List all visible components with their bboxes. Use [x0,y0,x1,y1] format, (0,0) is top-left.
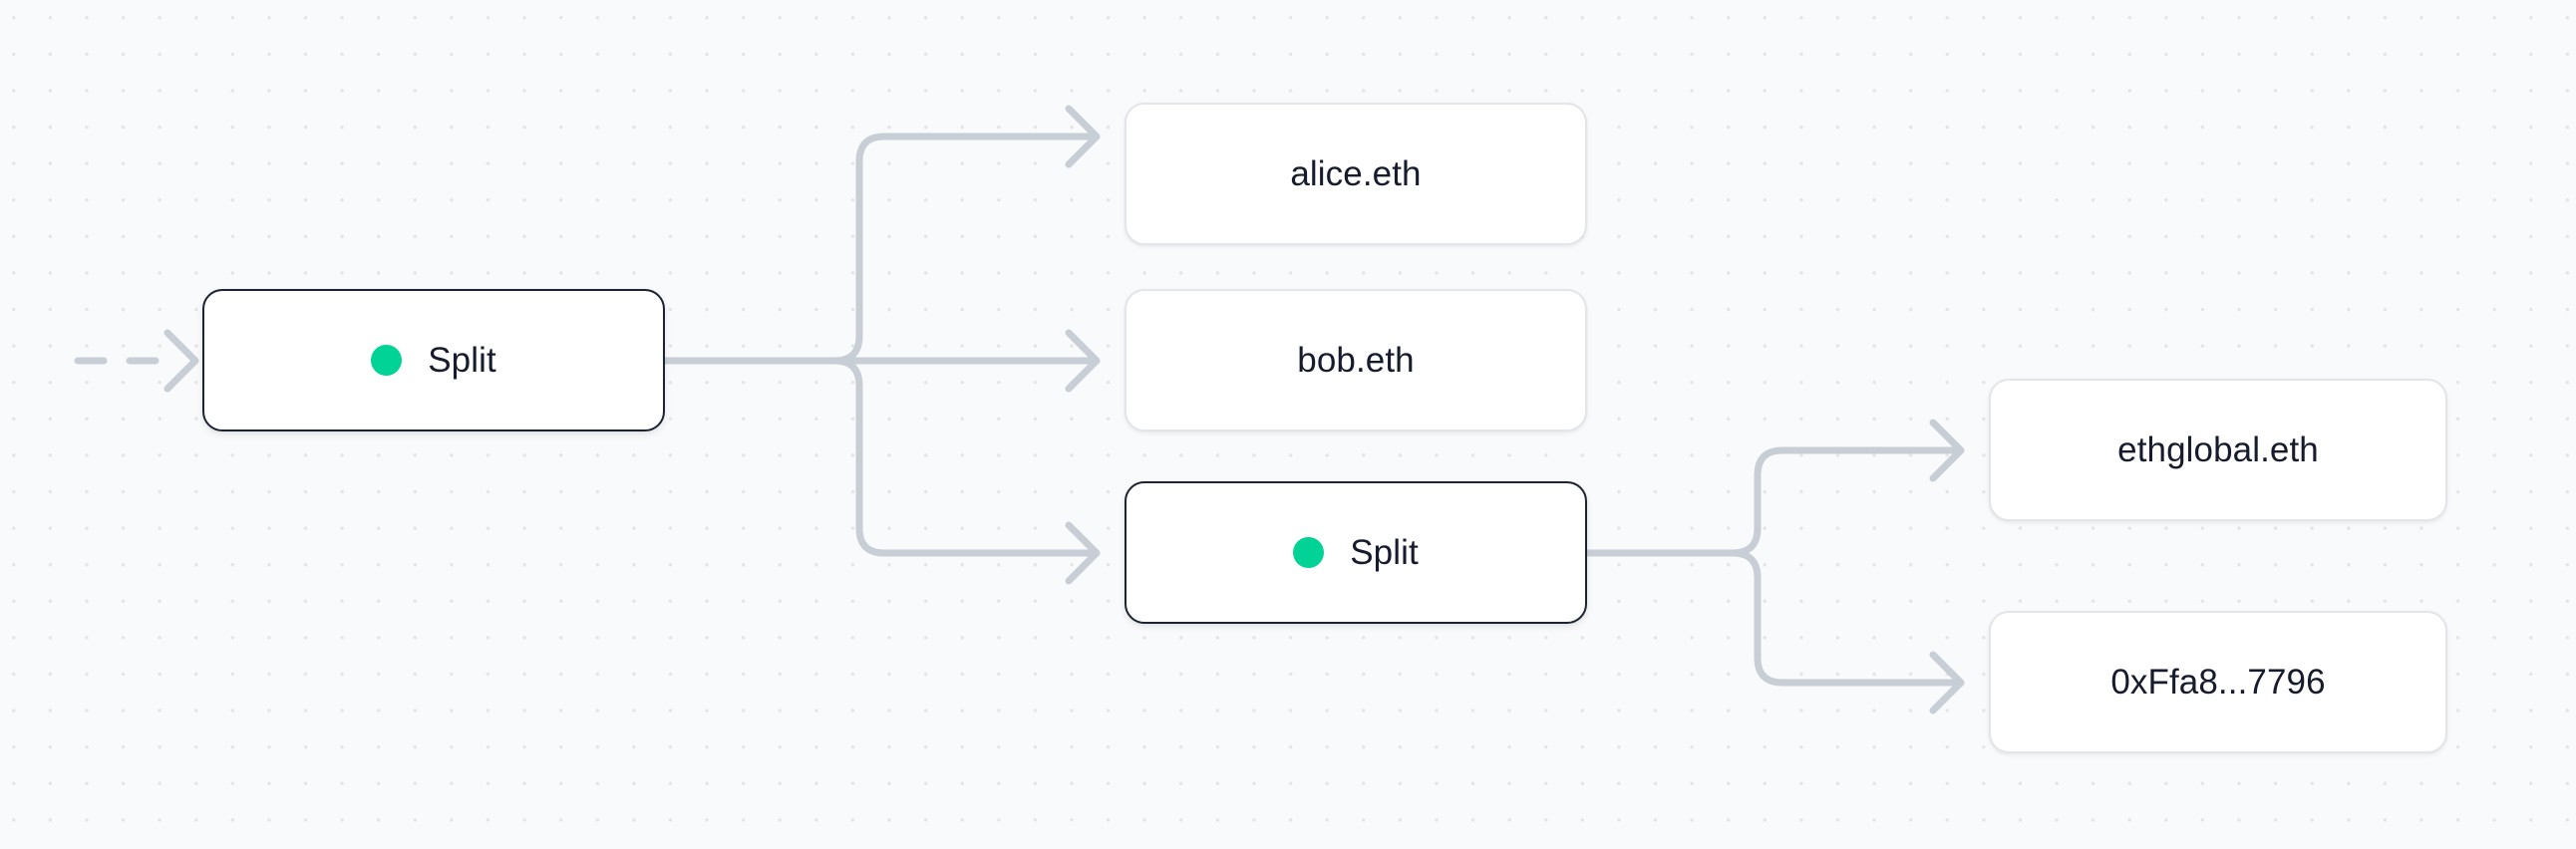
status-dot-icon [1293,537,1325,568]
node-label: 0xFfa8...7796 [2110,662,2326,702]
node-label: Split [1350,532,1419,572]
edge-root-bob [661,329,1101,393]
node-recipient-alice[interactable]: alice.eth [1125,103,1587,245]
node-label: Split [428,340,496,380]
node-label: alice.eth [1290,153,1422,193]
edge-nested-ethglobal [1583,419,1965,557]
status-dot-icon [371,345,403,376]
node-split-root[interactable]: Split [202,289,665,431]
edge-root-alice [661,105,1101,365]
node-recipient-ethglobal[interactable]: ethglobal.eth [1989,379,2447,521]
node-recipient-bob[interactable]: bob.eth [1125,289,1587,431]
edge-input [74,329,199,393]
node-recipient-address[interactable]: 0xFfa8...7796 [1989,611,2447,753]
node-label: ethglobal.eth [2117,429,2319,469]
node-split-nested[interactable]: Split [1125,481,1587,624]
edge-root-nested [661,357,1101,585]
node-label: bob.eth [1297,340,1415,380]
edge-nested-address [1583,549,1965,714]
